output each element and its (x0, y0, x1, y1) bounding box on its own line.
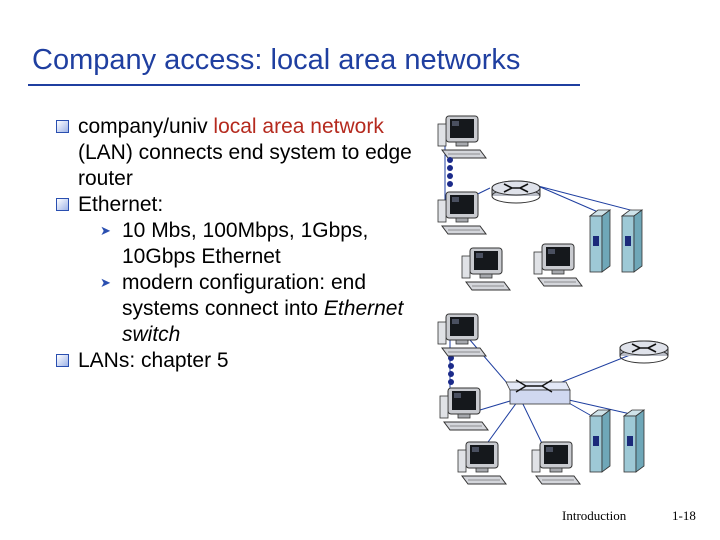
hub-dots (447, 157, 454, 385)
computer-icon (461, 247, 511, 291)
router-icon (491, 180, 541, 204)
footer-page-number: 1-18 (672, 508, 696, 523)
server-icon (589, 409, 611, 473)
sub-bullet-config-italic: Ethernet switch (122, 297, 404, 346)
arrow-bullet-icon: ➤ (100, 275, 111, 290)
server-icon (589, 209, 611, 273)
computer-icon (533, 243, 583, 287)
bullet-lan-text2: (LAN) connects end system to edge router (78, 141, 412, 190)
bullet-chapter: LANs: chapter 5 (56, 348, 416, 374)
computer-icon (531, 441, 581, 485)
bullet-ethernet-text: Ethernet: (78, 193, 164, 216)
lan-diagram (437, 115, 669, 485)
bullet-lan-highlight: local area network (213, 115, 384, 138)
bullet-lan: company/univ local area network (LAN) co… (56, 114, 416, 192)
sub-bullet-config: ➤ modern configuration: end systems conn… (56, 270, 416, 348)
sub-bullet-config-text: modern configuration: end systems connec… (122, 271, 366, 320)
square-bullet-icon (56, 354, 69, 367)
router-icon (619, 340, 669, 364)
bullet-ethernet: Ethernet: (56, 192, 416, 218)
square-bullet-icon (56, 120, 69, 133)
computer-icon (439, 387, 489, 431)
square-bullet-icon (56, 198, 69, 211)
computer-icon (437, 115, 487, 159)
footer-section: Introduction (562, 508, 627, 523)
slide-title: Company access: local area networks (32, 44, 521, 76)
server-icon (623, 409, 645, 473)
server-icon (621, 209, 643, 273)
sub-bullet-speeds-text: 10 Mbs, 100Mbps, 1Gbps, 10Gbps Ethernet (122, 219, 369, 268)
sub-bullet-speeds: ➤ 10 Mbs, 100Mbps, 1Gbps, 10Gbps Etherne… (56, 218, 416, 270)
computer-icon (437, 313, 487, 357)
bullet-lan-text1: company/univ (78, 115, 214, 138)
bullet-chapter-text: LANs: chapter 5 (78, 349, 229, 372)
bullet-list: company/univ local area network (LAN) co… (56, 114, 416, 374)
arrow-bullet-icon: ➤ (100, 223, 111, 238)
switch-icon (505, 379, 571, 405)
computer-icon (457, 441, 507, 485)
title-underline (28, 84, 580, 86)
